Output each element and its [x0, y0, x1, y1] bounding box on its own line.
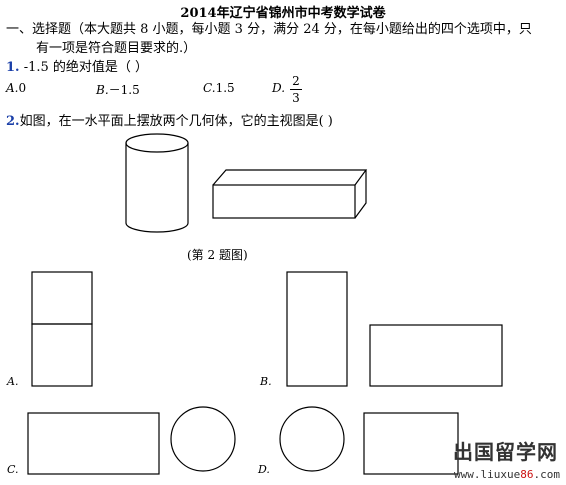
q2-option-b-figure — [286, 271, 503, 387]
q1-option-c-value: 1.5 — [215, 81, 235, 95]
cuboid-front-face — [212, 184, 356, 219]
q1-option-b-value: －1.5 — [108, 83, 140, 97]
watermark-url: www.liuxue86.com — [454, 468, 560, 481]
q1-option-d-fraction: 2 3 — [290, 74, 302, 105]
q1-option-a: A.0 — [6, 81, 26, 95]
option-d-wide-rect — [363, 412, 459, 475]
fraction-denominator: 3 — [292, 91, 300, 105]
q1-option-b-letter: B. — [96, 83, 109, 97]
cylinder-bottom-arc — [125, 222, 189, 233]
question-2-text: 如图，在一水平面上摆放两个几何体，它的主视图是( ) — [19, 114, 333, 129]
q2-option-a-figure — [31, 271, 93, 387]
watermark-url-suffix: .com — [533, 468, 561, 481]
fraction-numerator: 2 — [292, 74, 300, 88]
q1-option-a-letter: A. — [6, 81, 19, 95]
option-a-upper-rect — [31, 271, 93, 325]
option-c-circle — [170, 406, 236, 472]
q2-option-b-label: B. — [260, 375, 272, 388]
q1-option-d: D. — [272, 81, 285, 95]
q2-option-d-figure — [279, 406, 459, 475]
cuboid-side-face — [354, 170, 367, 219]
option-a-lower-rect — [31, 323, 93, 387]
fraction-bar — [290, 89, 302, 90]
cylinder-top-ellipse — [125, 133, 189, 153]
q1-option-b: B.－1.5 — [96, 81, 140, 98]
cylinder-figure — [125, 133, 189, 233]
q1-option-c-letter: C. — [203, 81, 216, 95]
option-c-wide-rect — [27, 412, 160, 475]
section-heading-line-2: 有一项是符合题目要求的.） — [36, 41, 197, 56]
option-d-circle — [279, 406, 345, 472]
question-1-text: -1.5 的绝对值是（ ） — [19, 60, 149, 75]
watermark-url-prefix: www.liuxue — [454, 468, 521, 481]
cuboid-figure — [212, 169, 368, 219]
q2-option-d-label: D. — [258, 463, 270, 476]
q2-option-a-label: A. — [7, 375, 19, 388]
option-b-wide-rect — [369, 324, 503, 387]
q2-option-c-figure — [27, 406, 236, 475]
figure-2-caption: (第 2 题图) — [187, 248, 248, 262]
question-1: 1. -1.5 的绝对值是（ ） — [6, 56, 148, 75]
q1-option-d-letter: D. — [272, 81, 286, 95]
q1-option-a-value: 0 — [18, 81, 27, 95]
cuboid-top-face — [212, 169, 368, 186]
watermark-url-highlight: 86 — [520, 468, 534, 481]
exam-title: 2014年辽宁省锦州市中考数学试卷 — [180, 6, 386, 21]
question-2: 2.如图，在一水平面上摆放两个几何体，它的主视图是( ) — [6, 110, 333, 129]
option-b-tall-rect — [286, 271, 348, 387]
q2-option-c-label: C. — [7, 463, 19, 476]
watermark-brand: 出国留学网 — [453, 440, 558, 464]
question-2-number: 2. — [6, 114, 20, 129]
q1-option-c: C.1.5 — [203, 81, 235, 95]
question-1-number: 1. — [6, 60, 20, 75]
section-heading-line-1: 一、选择题（本大题共 8 小题，每小题 3 分，满分 24 分，在每小题给出的四… — [6, 22, 532, 37]
